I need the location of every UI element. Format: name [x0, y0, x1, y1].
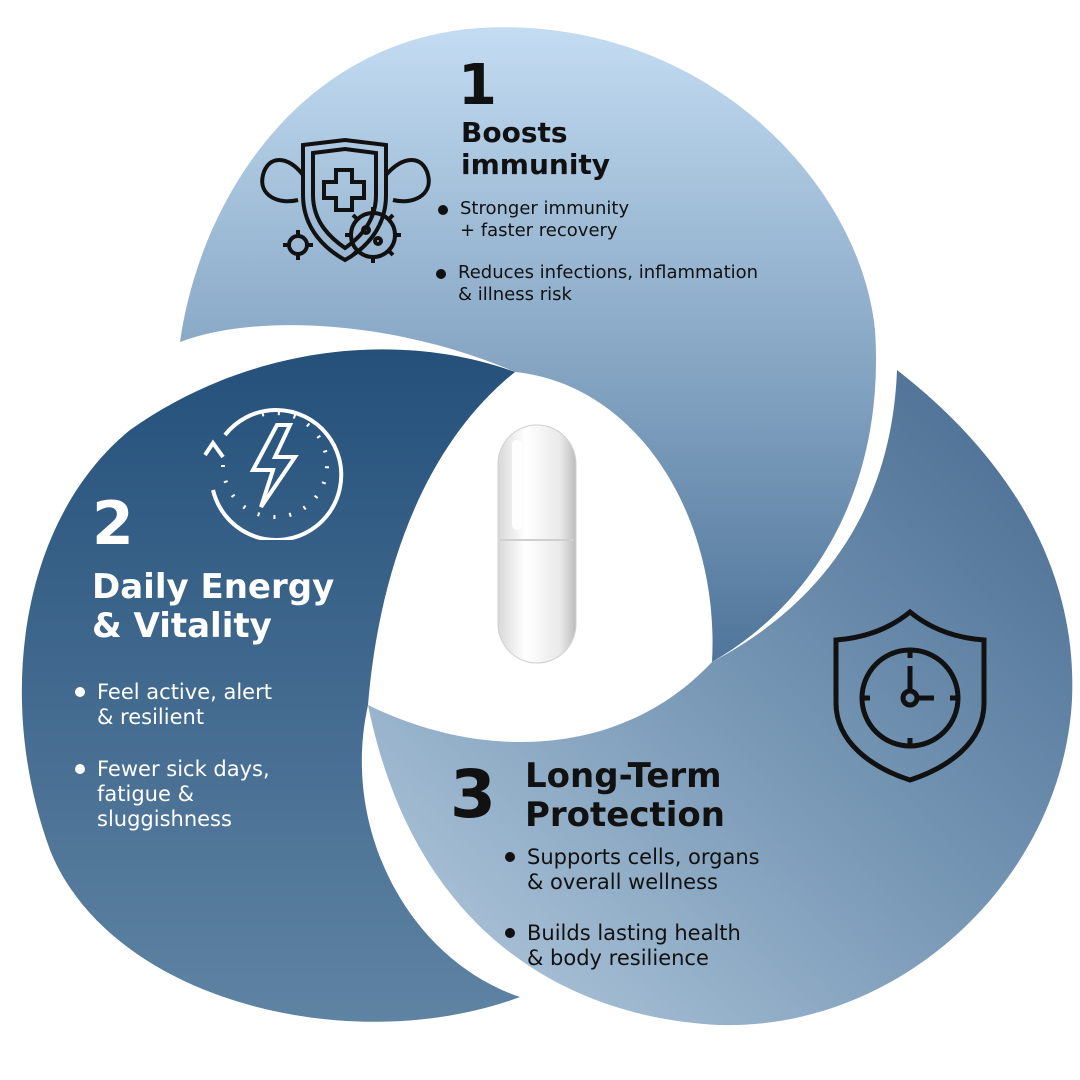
bullet-text: Stronger immunity	[460, 198, 630, 219]
shield-muscle-virus-icon	[260, 137, 431, 263]
section-1-bullet-1: Stronger immunity + faster recovery	[437, 198, 630, 241]
section-3-title: Long-Term Protection	[525, 756, 725, 836]
section-1-bullet-2: Reduces infections, inflammation & illne…	[435, 262, 759, 305]
bullet-text: Reduces infections, inflammation	[458, 262, 759, 283]
bullet-text: & overall wellness	[527, 870, 718, 895]
capsule-image	[497, 424, 577, 664]
section-2-shape	[21, 349, 520, 1022]
title-line: & Vitality	[92, 606, 272, 647]
section-2-bullet-1: Feel active, alert & resilient	[75, 680, 272, 730]
bullet-text: fatigue &	[97, 782, 194, 807]
section-3-number: 3	[450, 756, 496, 833]
title-line: immunity	[461, 148, 611, 182]
section-1-number: 1	[458, 53, 497, 118]
lightning-cycle-icon	[203, 407, 344, 540]
section-3-bullet-2: Builds lasting health & body resilience	[505, 921, 741, 971]
bullet-text: Builds lasting health	[527, 921, 741, 945]
section-3-bullet-1: Supports cells, organs & overall wellnes…	[505, 845, 760, 895]
bullet-text: & illness risk	[458, 283, 572, 305]
section-2-number: 2	[92, 489, 134, 559]
title-line: Boosts	[461, 116, 568, 149]
section-2-title: Daily Energy & Vitality	[92, 567, 335, 647]
section-1-title: Boosts immunity	[461, 116, 611, 182]
section-3-shape	[368, 370, 1073, 1026]
bullet-text: Supports cells, organs	[527, 845, 760, 869]
title-line: Protection	[525, 795, 725, 836]
bullet-text: + faster recovery	[460, 219, 618, 241]
shield-clock-icon	[833, 608, 987, 783]
bullet-text: & body resilience	[527, 946, 709, 971]
section-1-shape	[180, 27, 877, 662]
title-line: Long-Term	[525, 756, 722, 796]
bullet-text: Feel active, alert	[97, 680, 272, 704]
section-2-bullet-2: Fewer sick days, fatigue & sluggishness	[75, 757, 270, 833]
bullet-text: sluggishness	[97, 807, 232, 832]
bullet-text: & resilient	[97, 705, 205, 730]
bullet-text: Fewer sick days,	[97, 757, 270, 781]
title-line: Daily Energy	[92, 567, 335, 607]
